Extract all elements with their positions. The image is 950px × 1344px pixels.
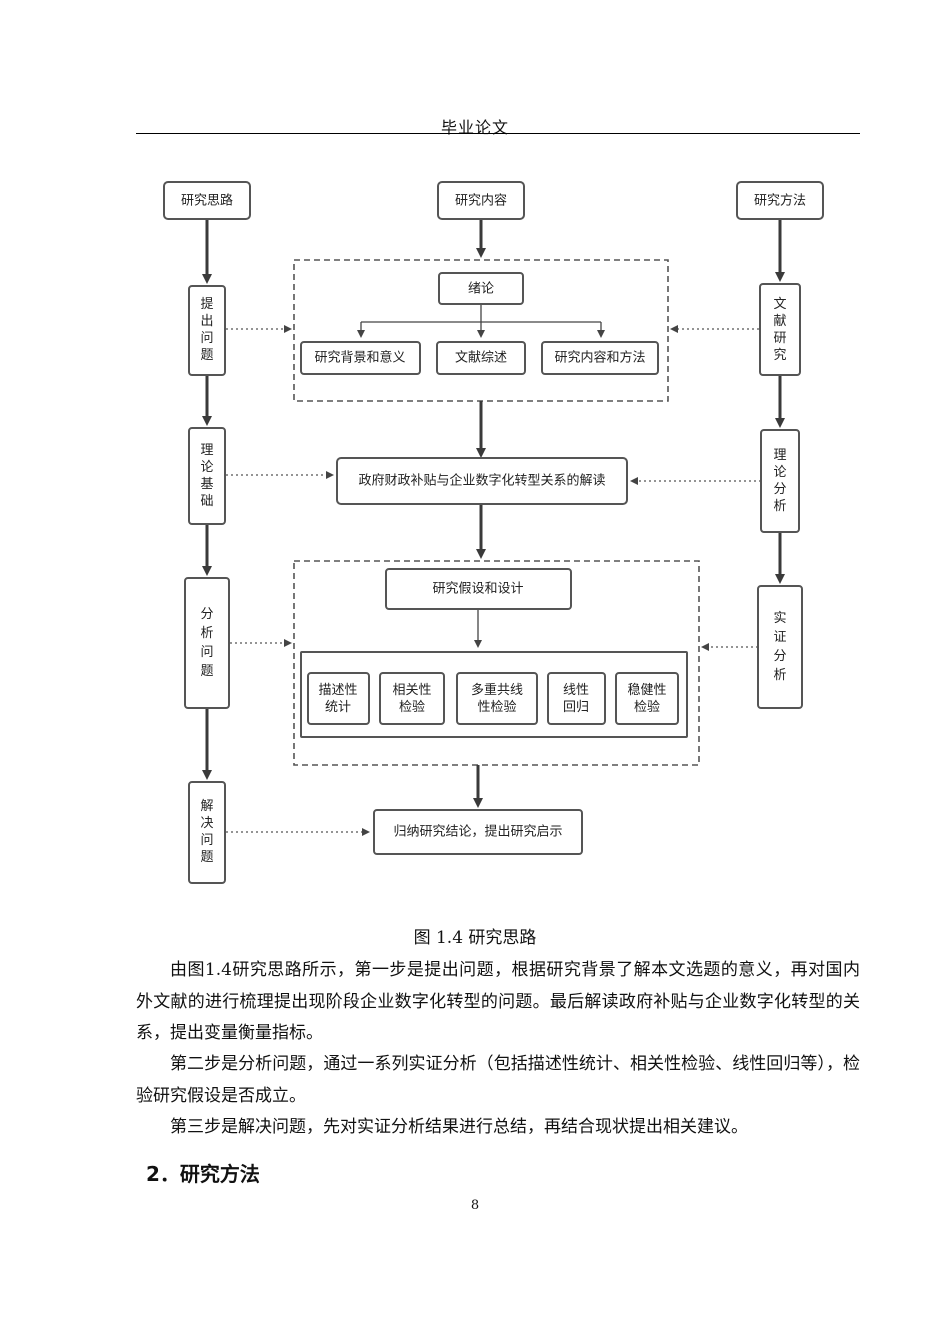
label-line: 回归 [563,700,589,715]
empirical-group [293,560,700,766]
test-2: 相关性检验 [379,672,445,725]
label-line: 究 [773,348,786,363]
intro-box: 绪论 [438,272,524,305]
right-step-3: 实证分析 [757,585,803,709]
right-step-2-label: 理论分析 [773,448,786,514]
mid-title-box: 研究内容 [437,181,525,220]
paragraph-2: 第二步是分析问题，通过一系列实证分析（包括描述性统计、相关性检验、线性回归等），… [136,1054,860,1106]
policy-label: 政府财政补贴与企业数字化转型关系的解读 [358,473,605,489]
intro-child-1-label: 研究背景和意义 [314,350,405,366]
label-line: 献 [773,314,786,329]
label-line: 析 [773,668,786,683]
conclusion-box: 归纳研究结论，提出研究启示 [373,809,583,855]
left-title: 研究思路 [181,193,233,209]
left-step-2-label: 理论基础 [200,443,213,509]
label-line: 题 [200,664,213,679]
label-line: 多重共线 [471,682,523,698]
test-5: 稳健性检验 [615,672,679,725]
intro-child-2-label: 文献综述 [455,351,507,366]
research-flow-diagram: 研究思路 提出问题 理论基础 分析问题 解决问题 研究内容 绪论 研究背景和意义… [163,181,824,884]
label-line: 文 [773,297,786,312]
left-step-4-label: 解决问题 [200,799,213,865]
label-line: 基 [200,477,213,492]
test-3-label: 多重共线性检验 [471,682,523,715]
section-heading: 2．研究方法 [146,1162,260,1186]
label-line: 论 [200,460,213,475]
label-line: 研 [773,331,786,346]
label-line: 描述性 [318,683,357,698]
left-step-4: 解决问题 [188,781,226,884]
policy-box: 政府财政补贴与企业数字化转型关系的解读 [336,457,628,505]
left-step-2: 理论基础 [188,427,226,525]
paragraph-3: 第三步是解决问题，先对实证分析结果进行总结，再结合现状提出相关建议。 [170,1117,748,1137]
page-number: 8 [470,1198,480,1213]
label-line: 问 [200,833,213,848]
label-line: 题 [200,348,213,363]
label-line: 统计 [325,700,351,715]
right-title: 研究方法 [754,193,806,209]
test-5-label: 稳健性检验 [627,682,666,715]
right-step-1: 文献研究 [759,283,801,376]
test-3: 多重共线性检验 [456,672,538,725]
header-title: 毕业论文 [440,118,509,137]
right-step-1-label: 文献研究 [773,297,786,363]
label-line: 检验 [399,699,425,715]
left-step-3: 分析问题 [184,577,230,709]
right-title-box: 研究方法 [736,181,824,220]
left-step-1-label: 提出问题 [200,296,213,363]
label-line: 出 [200,314,213,329]
test-4-label: 线性回归 [563,683,589,715]
label-line: 决 [200,816,213,831]
header-rule [136,133,860,134]
label-line: 分 [773,482,786,497]
hypo-label: 研究假设和设计 [432,582,523,597]
label-line: 题 [200,850,213,865]
label-line: 线性 [563,683,589,698]
test-1: 描述性统计 [307,672,370,725]
left-step-3-label: 分析问题 [200,607,213,679]
label-line: 分 [200,607,213,622]
intro-child-1: 研究背景和意义 [300,341,421,375]
hypo-box: 研究假设和设计 [385,568,572,610]
intro-child-3-label: 研究内容和方法 [554,350,645,366]
label-line: 解 [200,799,213,814]
intro-child-3: 研究内容和方法 [541,341,659,375]
left-title-box: 研究思路 [163,181,251,220]
label-line: 问 [200,331,213,346]
label-line: 论 [773,465,786,480]
label-line: 理 [773,448,786,463]
left-step-1: 提出问题 [188,285,226,376]
label-line: 理 [200,443,213,458]
conclusion-label: 归纳研究结论，提出研究启示 [393,824,562,840]
label-line: 析 [773,499,786,514]
right-step-2: 理论分析 [760,429,800,533]
label-line: 证 [773,630,786,645]
intro-child-2: 文献综述 [436,341,526,375]
label-line: 稳健性 [627,682,666,698]
label-line: 实 [773,611,786,626]
test-1-label: 描述性统计 [318,683,357,715]
intro-label: 绪论 [468,282,494,297]
right-step-3-label: 实证分析 [773,611,786,683]
test-4: 线性回归 [547,672,606,725]
label-line: 分 [773,649,786,664]
label-line: 问 [200,645,213,660]
label-line: 提 [200,296,213,312]
paragraph-1: 由图1.4研究思路所示，第一步是提出问题，根据研究背景了解本文选题的意义，再对国… [136,960,860,1043]
figure-caption: 图 1.4 研究思路 [413,928,537,948]
test-2-label: 相关性检验 [392,683,431,715]
label-line: 性检验 [477,699,516,715]
label-line: 检验 [634,699,660,715]
label-line: 析 [200,626,213,641]
label-line: 相关性 [392,683,431,698]
label-line: 础 [200,494,213,509]
mid-title: 研究内容 [455,193,507,209]
